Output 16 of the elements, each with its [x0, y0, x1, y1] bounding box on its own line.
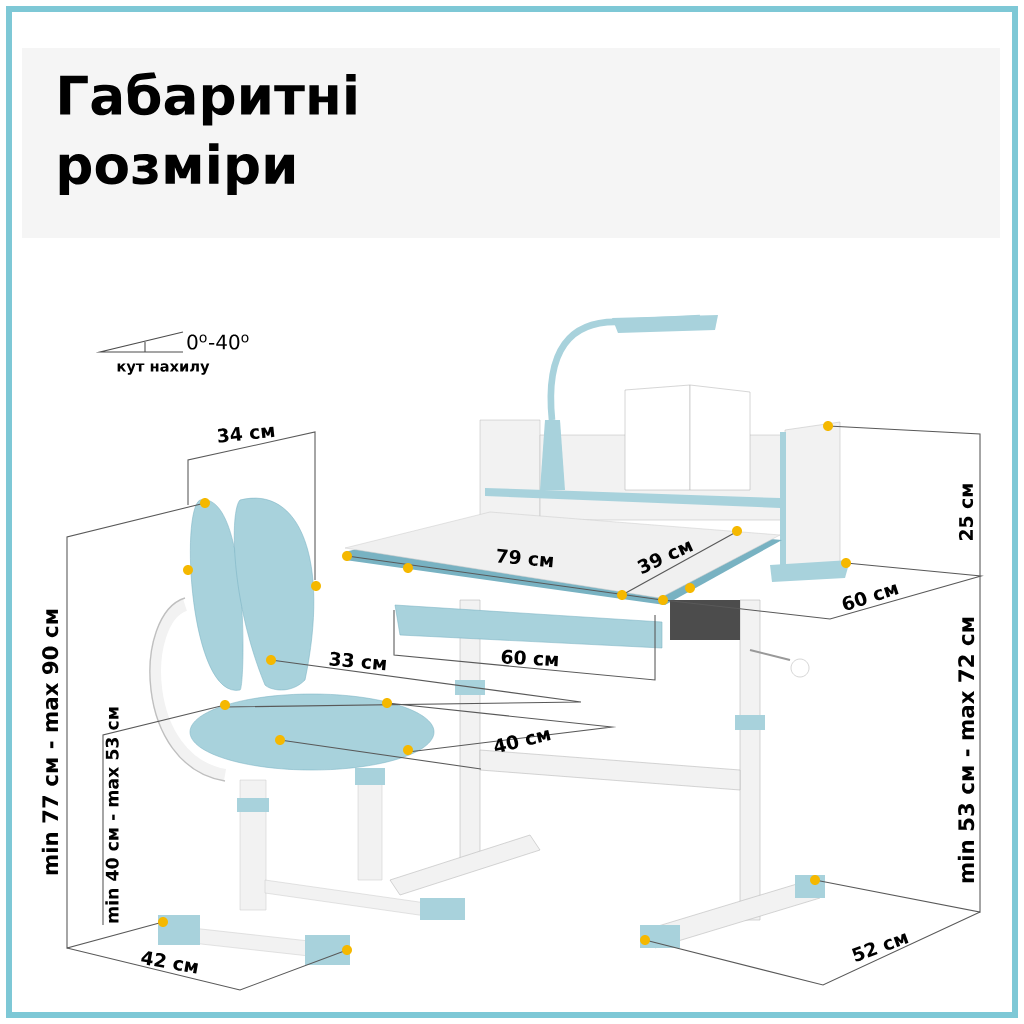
- dimension-label: 79 см: [497, 548, 554, 568]
- dimension-label: 39 см: [637, 541, 694, 574]
- dimension-label: 60 см: [501, 649, 558, 667]
- caption: кут нахилу: [117, 363, 210, 375]
- dimension-label: min 40 см - max 53 см: [105, 707, 119, 923]
- angle-label: 0$^{o}$-40$^{o}$: [187, 334, 249, 350]
- dimension-label: 52 см: [851, 933, 909, 962]
- dimension-label: 42 см: [141, 951, 198, 974]
- dimension-label: min 77 см - max 90 см: [41, 609, 59, 875]
- dimension-label: min 53 см - max 72 см: [957, 617, 975, 883]
- title: Габаритні розміри: [59, 72, 356, 195]
- dimension-label: 60 см: [842, 584, 899, 611]
- dimension-label: 34 см: [217, 426, 275, 443]
- dimension-label: 33 см: [329, 651, 387, 671]
- dimension-label: 25 см: [958, 484, 974, 540]
- dimension-label: 40 см: [494, 729, 551, 753]
